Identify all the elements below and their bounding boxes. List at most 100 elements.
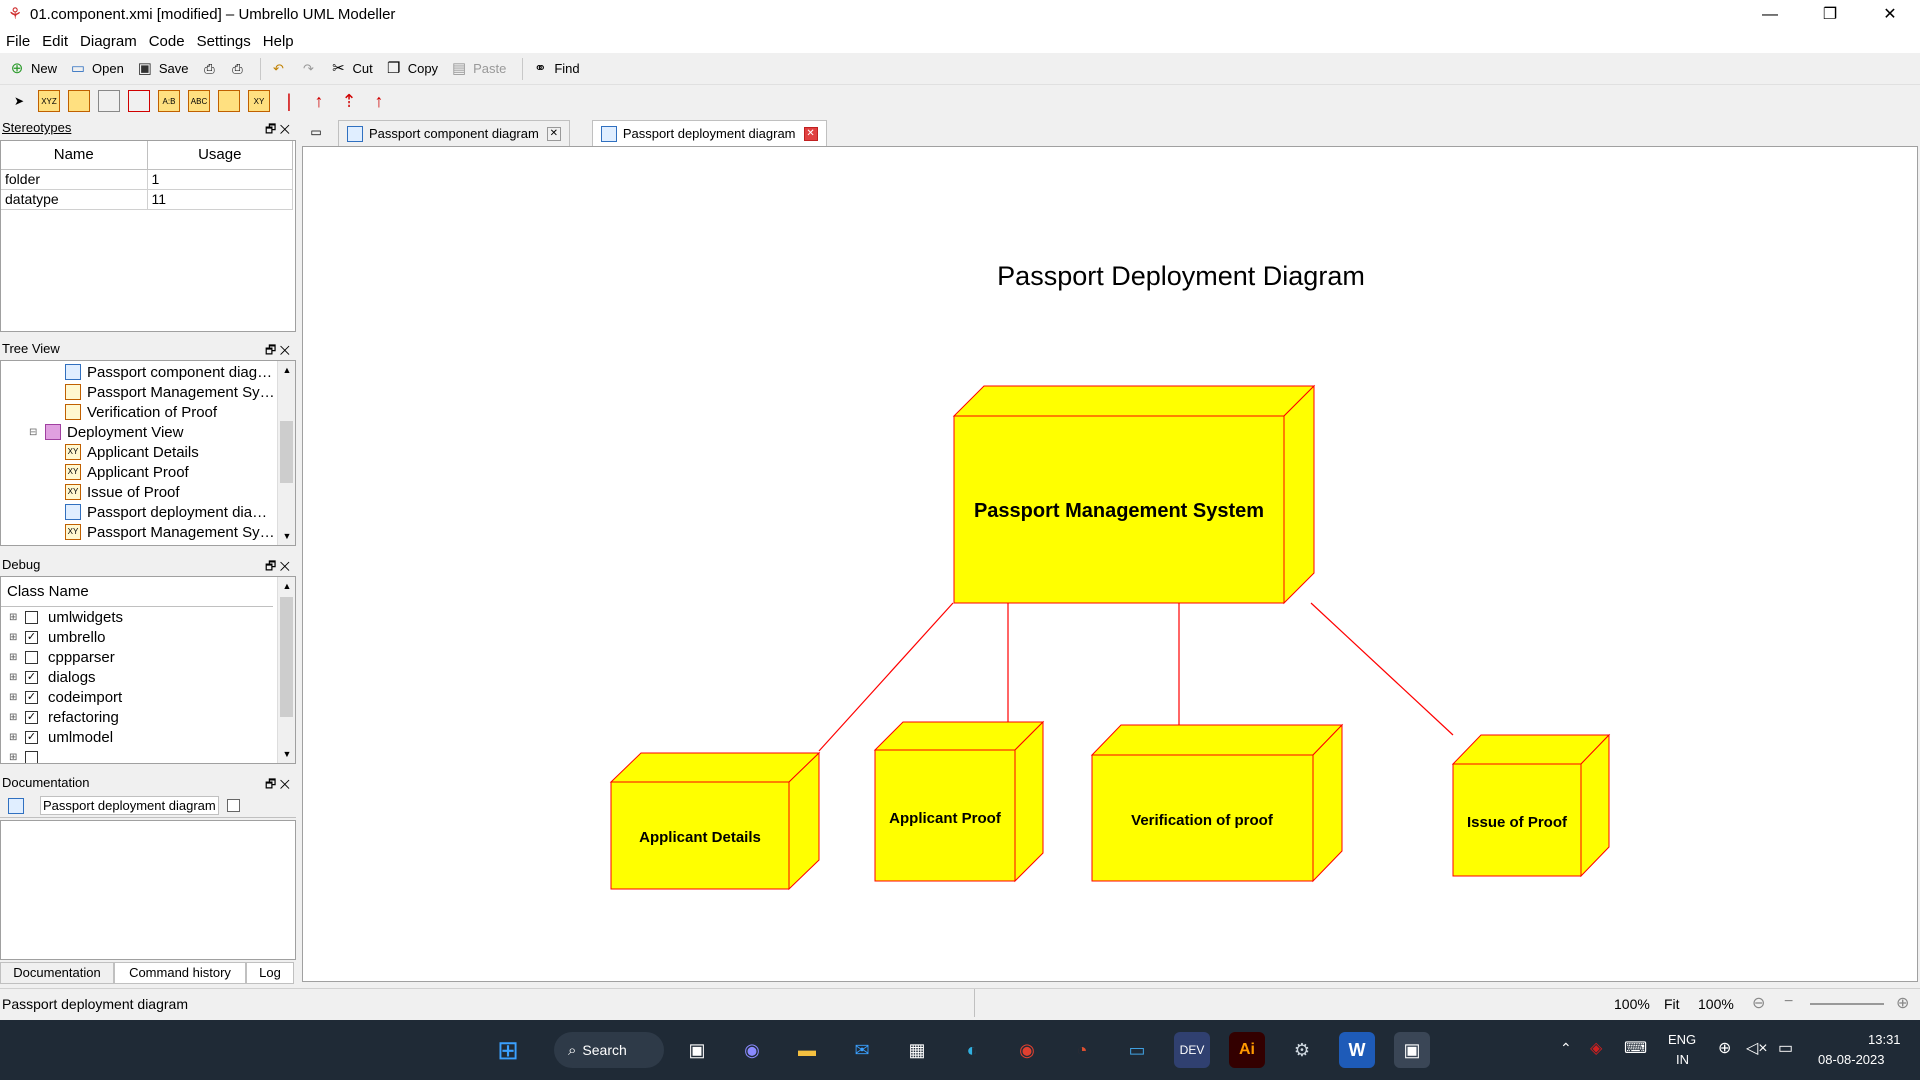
teams-chat-icon[interactable]: ◉ — [744, 1040, 760, 1060]
object-tool-icon[interactable]: XYZ — [38, 90, 60, 112]
menu-edit[interactable]: Edit — [42, 32, 69, 50]
umbrello-taskbar-icon[interactable]: ▣ — [1394, 1032, 1430, 1068]
node-applicant-details[interactable]: Applicant Details — [609, 751, 821, 891]
table-row[interactable]: folder 1 — [1, 169, 293, 190]
box-tool-icon[interactable] — [128, 90, 150, 112]
text-tool-icon[interactable]: A:B — [158, 90, 180, 112]
tab-log[interactable]: Log — [246, 962, 294, 984]
taskbar-search[interactable]: ⌕ Search — [554, 1032, 664, 1068]
network-globe-icon[interactable]: ⊕ — [1718, 1040, 1732, 1057]
ccleaner-icon[interactable]: ◔ — [1076, 1040, 1088, 1060]
speaker-muted-icon[interactable]: ◁× — [1746, 1040, 1768, 1057]
tree-item[interactable]: Passport deployment dia… — [1, 502, 295, 522]
select-arrow-icon[interactable]: ➤ — [13, 94, 25, 108]
debug-scrollbar[interactable]: ▲ ▼ — [277, 577, 295, 763]
keyboard-icon[interactable]: ⌨ — [1624, 1040, 1648, 1057]
diagram-canvas[interactable]: Passport Deployment Diagram Passport Man… — [302, 146, 1918, 982]
clock-date[interactable]: 08-08-2023 — [1818, 1052, 1885, 1067]
word-icon[interactable]: W — [1339, 1032, 1375, 1068]
debug-row[interactable]: ⊞ ✓ codeimport — [1, 687, 295, 707]
scroll-thumb[interactable] — [280, 421, 293, 483]
debug-row[interactable]: ⊞ cppparser — [1, 647, 295, 667]
node-tool-icon[interactable]: XY — [248, 90, 270, 112]
new-tab-icon[interactable]: ▭ — [310, 125, 322, 139]
class-name-header[interactable]: Class Name — [1, 577, 273, 607]
tree-scrollbar[interactable]: ▲ ▼ — [277, 361, 295, 545]
paste-button[interactable]: ▤ Paste — [448, 58, 506, 80]
checkbox[interactable]: ✓ — [25, 710, 38, 724]
tab-command-history[interactable]: Command history — [114, 962, 246, 984]
minimize-button[interactable]: — — [1762, 6, 1778, 23]
remote-desktop-icon[interactable]: ▭ — [1128, 1040, 1146, 1060]
connector-line[interactable] — [818, 602, 954, 752]
panel-float-close-icons[interactable]: 🗗 ✕ — [265, 122, 290, 136]
new-button[interactable]: ⊕ New — [6, 58, 57, 80]
node-passport-management-system[interactable]: Passport Management System — [952, 384, 1316, 605]
redo-icon[interactable]: ↷ — [303, 60, 314, 76]
close-button[interactable]: ✕ — [1883, 6, 1897, 23]
menu-settings[interactable]: Settings — [196, 32, 251, 50]
checkbox[interactable] — [25, 650, 38, 664]
expand-icon[interactable]: ⊞ — [9, 671, 18, 683]
clock-time[interactable]: 13:31 — [1868, 1032, 1901, 1047]
file-explorer-icon[interactable]: ▬ — [798, 1040, 816, 1060]
expand-icon[interactable]: ⊞ — [9, 631, 18, 643]
tab-passport-deployment-diagram[interactable]: Passport deployment diagram ✕ — [591, 120, 827, 146]
undo-icon[interactable]: ↶ — [273, 60, 284, 76]
microsoft-store-icon[interactable]: ▦ — [908, 1040, 926, 1060]
interface-tool-icon[interactable] — [218, 90, 240, 112]
tree-item[interactable]: XY Applicant Details — [1, 442, 295, 462]
tree-item[interactable]: XY Issue of Proof — [1, 482, 295, 502]
zoom-minus-icon[interactable]: − — [1784, 993, 1794, 1010]
documentation-checkbox[interactable] — [226, 799, 240, 812]
scroll-up-icon[interactable]: ▲ — [282, 365, 292, 375]
checkbox[interactable] — [25, 750, 38, 763]
zoom-value[interactable]: 100% — [1698, 996, 1734, 1012]
cut-button[interactable]: ✂ Cut — [327, 58, 373, 80]
documentation-textarea[interactable] — [0, 820, 296, 960]
scroll-down-icon[interactable]: ▼ — [282, 531, 292, 541]
scroll-up-icon[interactable]: ▲ — [282, 581, 292, 591]
checkbox[interactable]: ✓ — [25, 690, 38, 704]
illustrator-icon[interactable]: Ai — [1229, 1032, 1265, 1068]
tree-item[interactable]: Passport Management Sy… — [1, 382, 295, 402]
copy-button[interactable]: ❐ Copy — [383, 58, 438, 80]
expand-icon[interactable]: ⊞ — [9, 711, 18, 723]
edge-browser-icon[interactable]: ◐ — [966, 1040, 978, 1060]
dashed-arrow-icon[interactable]: ⇡ — [341, 91, 357, 111]
node-verification-of-proof[interactable]: Verification of proof — [1090, 723, 1344, 883]
node-applicant-proof[interactable]: Applicant Proof — [873, 720, 1045, 883]
table-row[interactable]: datatype 11 — [1, 189, 293, 210]
checkbox[interactable] — [25, 610, 38, 624]
zoom-in-icon[interactable]: ⊕ — [1896, 995, 1910, 1012]
collapse-icon[interactable]: ⊟ — [29, 426, 38, 438]
battery-icon[interactable]: ▭ — [1778, 1040, 1794, 1057]
task-view-icon[interactable]: ▣ — [688, 1040, 706, 1060]
panel-float-close-icons[interactable]: 🗗 ✕ — [265, 559, 290, 573]
menu-code[interactable]: Code — [148, 32, 185, 50]
label-tool-icon[interactable]: ABC — [188, 90, 210, 112]
column-header-name[interactable]: Name — [1, 141, 148, 170]
column-header-usage[interactable]: Usage — [147, 141, 293, 170]
expand-icon[interactable]: ⊞ — [9, 751, 18, 763]
region-label[interactable]: IN — [1676, 1052, 1689, 1067]
checkbox[interactable]: ✓ — [25, 630, 38, 644]
debug-row[interactable]: ⊞ ✓ umbrello — [1, 627, 295, 647]
zoom-out-icon[interactable]: ⊖ — [1752, 995, 1766, 1012]
zoom-slider[interactable] — [1810, 1003, 1884, 1005]
menu-diagram[interactable]: Diagram — [80, 32, 137, 50]
close-tab-icon[interactable]: ✕ — [546, 126, 561, 141]
association-arrow-icon[interactable]: ↑ — [374, 91, 384, 111]
windows-start-icon[interactable]: ⊞ — [497, 1035, 519, 1065]
dev-tool-icon[interactable]: DEV — [1174, 1032, 1210, 1068]
checkbox[interactable]: ✓ — [25, 670, 38, 684]
scroll-down-icon[interactable]: ▼ — [282, 749, 292, 759]
tree-item[interactable]: XY Applicant Proof — [1, 462, 295, 482]
scroll-thumb[interactable] — [280, 597, 293, 717]
dependency-arrow-icon[interactable]: ↑ — [314, 91, 324, 111]
panel-float-close-icons[interactable]: 🗗 ✕ — [265, 343, 290, 357]
line-tool-icon[interactable]: | — [286, 91, 292, 111]
checkbox[interactable]: ✓ — [25, 730, 38, 744]
tab-documentation[interactable]: Documentation — [0, 962, 114, 984]
component-tool-icon[interactable] — [68, 90, 90, 112]
